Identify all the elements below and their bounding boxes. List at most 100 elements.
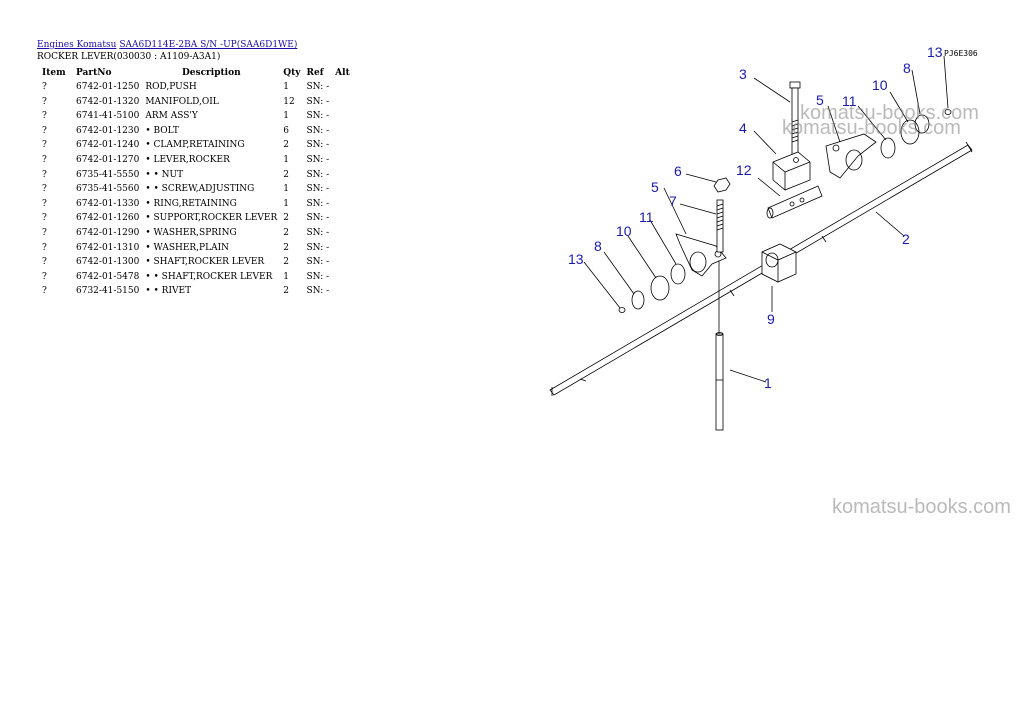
cell-ref: SN: - xyxy=(306,96,330,107)
cell-qty: 2 xyxy=(283,242,290,253)
cell-item: ? xyxy=(42,242,47,253)
cell-partno: 6741-41-5100 xyxy=(76,111,140,122)
cell-item: ? xyxy=(42,257,47,268)
cell-partno: 6742-01-5478 xyxy=(76,271,140,282)
cell-description: MANIFOLD,OIL xyxy=(145,96,219,107)
cell-item: ? xyxy=(42,213,47,224)
cell-partno: 6735-41-5550 xyxy=(76,169,140,180)
header-item: Item xyxy=(42,68,66,78)
callout-1: 1 xyxy=(764,375,772,391)
callout-10-upper: 10 xyxy=(872,77,888,93)
cell-item: ? xyxy=(42,125,47,136)
callout-10-lower: 10 xyxy=(616,223,632,239)
washer-plain-lower-drawing xyxy=(650,275,670,301)
exploded-parts-diagram: 1 2 3 4 5 5 6 7 8 8 9 10 10 11 11 12 13 … xyxy=(549,44,978,431)
cell-description: ARM ASS'Y xyxy=(145,111,198,122)
nut-drawing xyxy=(713,177,731,193)
header-qty: Qty xyxy=(283,68,301,78)
watermark: komatsu-books.com xyxy=(832,496,1011,518)
watermark: komatsu-books.com xyxy=(782,117,961,139)
cell-description: • SHAFT,ROCKER LEVER xyxy=(145,257,265,268)
parts-table: Item PartNo Description Qty Ref Alt ?674… xyxy=(37,66,353,299)
watermark: komatsu-books.com xyxy=(800,102,979,124)
table-header-row: Item PartNo Description Qty Ref Alt xyxy=(37,66,353,80)
cell-alt xyxy=(332,124,353,139)
cell-description: • • SHAFT,ROCKER LEVER xyxy=(145,271,273,282)
rocker-shaft-drawing xyxy=(549,141,973,396)
cell-alt xyxy=(332,226,353,241)
clamp-drawing xyxy=(772,151,811,191)
cell-qty: 2 xyxy=(283,213,290,224)
header-ref: Ref xyxy=(306,68,324,78)
cell-ref: SN: - xyxy=(306,213,330,224)
cell-qty: 2 xyxy=(283,169,290,180)
cell-partno: 6735-41-5560 xyxy=(76,184,140,195)
cell-qty: 2 xyxy=(283,140,290,151)
cell-ref: SN: - xyxy=(306,271,330,282)
cell-description: • WASHER,SPRING xyxy=(145,227,237,238)
cell-partno: 6742-01-1250 xyxy=(76,82,140,92)
push-rod-drawing xyxy=(715,246,724,431)
breadcrumb-link-model[interactable]: SAA6D114E-2BA S/N -UP(SAA6D1WE) xyxy=(119,40,298,50)
cell-alt xyxy=(332,211,353,226)
cell-partno: 6732-41-5150 xyxy=(76,286,140,297)
cell-item: ? xyxy=(42,82,47,92)
cell-description: • RING,RETAINING xyxy=(145,198,237,209)
cell-ref: SN: - xyxy=(306,125,330,136)
callout-leader-lines xyxy=(583,55,949,383)
cell-ref: SN: - xyxy=(306,140,330,151)
table-row: ? 6735-41-5550 • • NUT 2 SN: - xyxy=(37,168,353,183)
retaining-ring-upper-drawing xyxy=(914,114,930,134)
cell-item: ? xyxy=(42,286,47,297)
cell-item: ? xyxy=(42,271,47,282)
cell-ref: SN: - xyxy=(306,82,330,92)
cell-description: • • NUT xyxy=(145,169,184,180)
cell-alt xyxy=(332,138,353,153)
cell-item: ? xyxy=(42,198,47,209)
retaining-ring-lower-drawing xyxy=(631,290,645,310)
callout-12: 12 xyxy=(736,162,752,178)
callout-2: 2 xyxy=(902,231,910,247)
cell-qty: 6 xyxy=(283,125,290,136)
cell-ref: SN: - xyxy=(306,169,330,180)
cell-ref: SN: - xyxy=(306,111,330,122)
cell-ref: SN: - xyxy=(306,227,330,238)
callout-11-lower: 11 xyxy=(639,209,654,225)
cell-ref: SN: - xyxy=(306,257,330,268)
cell-partno: 6742-01-1300 xyxy=(76,257,140,268)
cell-qty: 1 xyxy=(283,111,290,122)
cell-alt xyxy=(332,182,353,197)
callout-13-upper: 13 xyxy=(927,44,943,60)
adjusting-screw-drawing xyxy=(716,199,724,253)
cell-alt xyxy=(332,80,353,95)
breadcrumb-link-engines[interactable]: Engines Komatsu xyxy=(37,40,117,50)
cell-qty: 1 xyxy=(283,184,290,195)
washer-spring-upper-drawing xyxy=(880,137,896,159)
rivet-upper-drawing xyxy=(944,109,952,115)
cell-partno: 6742-01-1270 xyxy=(76,154,140,165)
cell-partno: 6742-01-1260 xyxy=(76,213,140,224)
cell-qty: 2 xyxy=(283,286,290,297)
cell-description: • • RIVET xyxy=(145,286,192,297)
cell-item: ? xyxy=(42,96,47,107)
cell-item: ? xyxy=(42,184,47,195)
cell-description: • CLAMP,RETAINING xyxy=(145,140,245,151)
callout-8-upper: 8 xyxy=(903,60,911,76)
callout-4: 4 xyxy=(739,120,747,136)
callout-9: 9 xyxy=(767,311,775,327)
cell-item: ? xyxy=(42,169,47,180)
cell-description: • BOLT xyxy=(145,125,179,136)
callout-6: 6 xyxy=(674,163,682,179)
cell-partno: 6742-01-1230 xyxy=(76,125,140,136)
cell-partno: 6742-01-1310 xyxy=(76,242,140,253)
callout-13-lower: 13 xyxy=(568,251,584,267)
cell-item: ? xyxy=(42,140,47,151)
cell-description: • LEVER,ROCKER xyxy=(145,154,230,165)
